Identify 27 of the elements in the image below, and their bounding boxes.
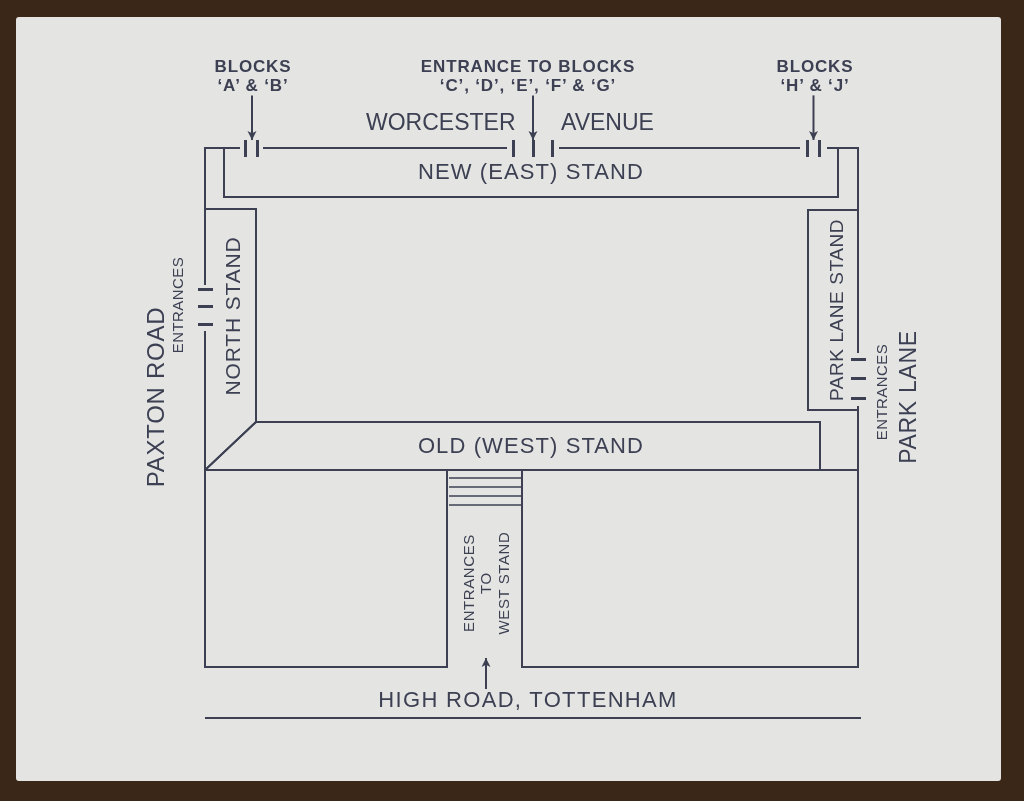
gate-icon	[509, 140, 557, 157]
entrance-label: ENTRANCES	[169, 256, 185, 354]
road-name: PAXTON ROAD	[144, 306, 168, 488]
entrance-label: ENTRANCE TO BLOCKS ‘C’, ‘D’, ‘E’, ‘F’ & ‘G’	[412, 58, 644, 96]
stand-outline	[807, 209, 859, 411]
stand-name: NEW (EAST) STAND	[417, 160, 645, 183]
road-name: AVENUE	[561, 111, 654, 134]
stand-name: NORTH STAND	[221, 236, 243, 396]
gate-icon	[242, 140, 262, 157]
road-name: PARK LANE	[896, 330, 920, 464]
stand-name: PARK LANE STAND	[826, 218, 846, 402]
stand-outline	[223, 147, 839, 198]
entrance-label: BLOCKS ‘A’ & ‘B’	[208, 58, 298, 96]
arrow	[809, 94, 818, 141]
arrow	[247, 94, 257, 141]
stand-outline	[205, 421, 821, 471]
road-name: HIGH ROAD, TOTTENHAM	[378, 689, 678, 711]
road-name: WORCESTER	[366, 111, 516, 134]
empty-area	[521, 469, 859, 668]
entrance-label: ENTRANCES TO WEST STAND	[460, 508, 512, 658]
stand-name: OLD (WEST) STAND	[417, 435, 645, 457]
empty-area	[204, 469, 448, 668]
entrance-label: ENTRANCES	[873, 343, 889, 441]
entrance-label: BLOCKS ‘H’ & ‘J’	[770, 58, 860, 96]
gate-icon	[803, 140, 824, 157]
arrow	[528, 94, 538, 141]
arrow	[481, 657, 491, 690]
